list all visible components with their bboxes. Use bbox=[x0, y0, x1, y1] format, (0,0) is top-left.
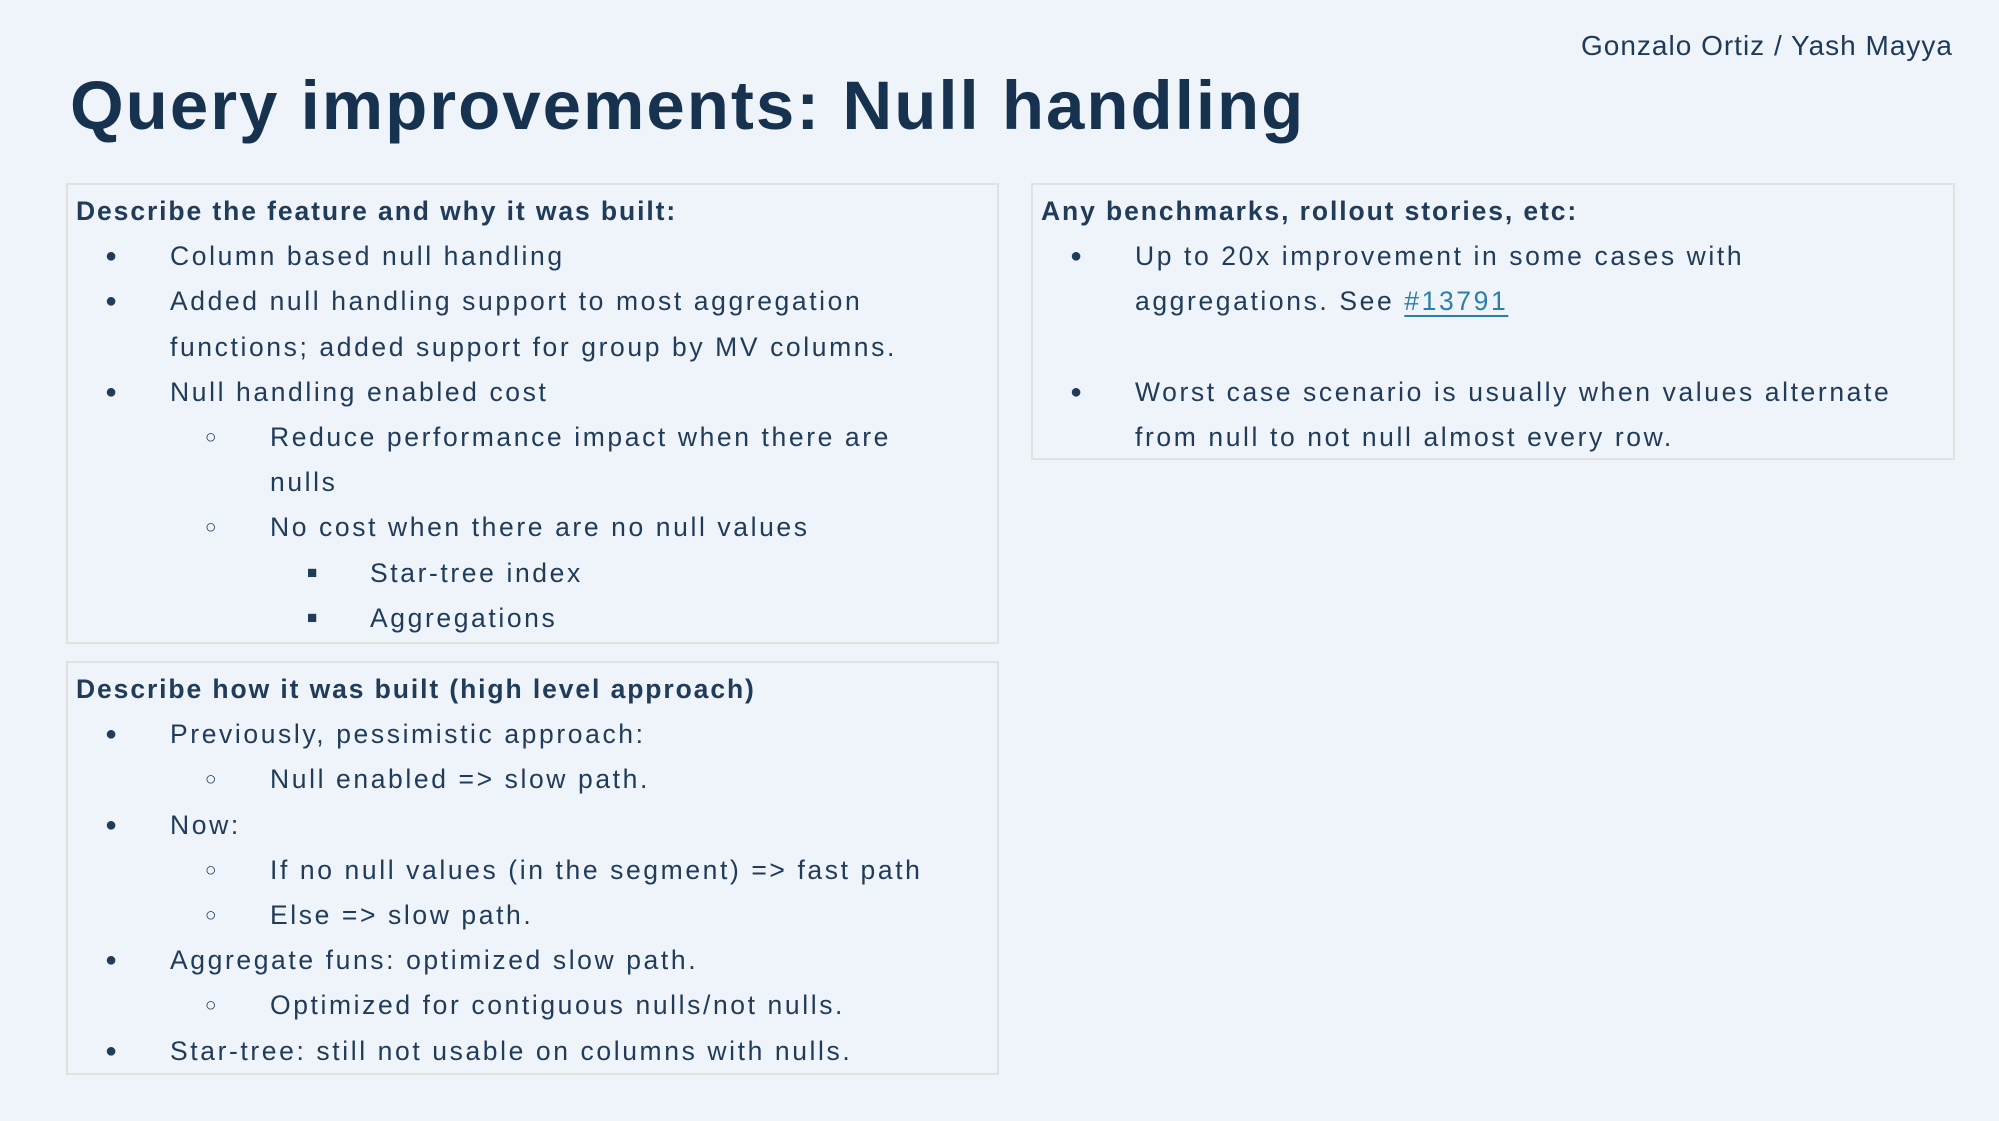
bullet-hollow-circle-icon: ○ bbox=[205, 904, 217, 926]
list-item-line: ● Worst case scenario is usually when val… bbox=[1039, 370, 1947, 415]
line-text: Null handling enabled cost bbox=[170, 376, 549, 407]
feature-textbox[interactable]: Describe the feature and why it was buil… bbox=[66, 183, 999, 644]
list-item-line: nulls bbox=[74, 460, 991, 505]
list-item-line: ● Now: bbox=[74, 803, 991, 848]
line-text: aggregations. See bbox=[1135, 286, 1405, 317]
bullet-hollow-circle-icon: ○ bbox=[205, 426, 217, 448]
bullet-hollow-circle-icon: ○ bbox=[205, 517, 217, 539]
bullet-filled-circle-icon: ● bbox=[105, 245, 118, 268]
list-item-line: ○ If no null values (in the segment) => f… bbox=[74, 848, 991, 893]
list-item-line: ○ Null enabled => slow path. bbox=[74, 757, 991, 802]
bullet-filled-circle-icon: ● bbox=[105, 723, 118, 746]
line-text: Previously, pessimistic approach: bbox=[170, 719, 646, 750]
list-item-line: aggregations. See #13791 bbox=[1039, 279, 1947, 324]
box-heading: Describe the feature and why it was buil… bbox=[76, 196, 678, 226]
bullet-filled-circle-icon: ● bbox=[105, 290, 118, 313]
bullet-filled-circle-icon: ● bbox=[105, 813, 118, 836]
line-text: Star-tree: still not usable on columns w… bbox=[170, 1035, 853, 1066]
benchmarks-textbox[interactable]: Any benchmarks, rollout stories, etc: ● Up… bbox=[1031, 183, 1955, 460]
authors-byline: Gonzalo Ortiz / Yash Mayya bbox=[1581, 30, 1953, 61]
line-text: If no null values (in the segment) => fa… bbox=[270, 854, 923, 885]
line-text: Else => slow path. bbox=[270, 899, 534, 930]
line-text: Reduce performance impact when there are bbox=[270, 421, 892, 452]
list-item-line: ● Aggregate funs: optimized slow path. bbox=[74, 938, 991, 983]
bullet-filled-circle-icon: ● bbox=[105, 1039, 118, 1062]
slide-title: Query improvements: Null handling bbox=[70, 67, 1306, 144]
list-item-line: ● Up to 20x improvement in some cases wit… bbox=[1039, 234, 1947, 279]
bullet-filled-circle-icon: ● bbox=[105, 949, 118, 972]
list-item-line: ○ Optimized for contiguous nulls/not null… bbox=[74, 983, 991, 1028]
line-text: Aggregations bbox=[370, 602, 558, 633]
bullet-hollow-circle-icon: ○ bbox=[205, 859, 217, 881]
line-text: nulls bbox=[270, 467, 338, 498]
how-built-textbox[interactable]: Describe how it was built (high level ap… bbox=[66, 661, 999, 1075]
list-item-line: ● Previously, pessimistic approach: bbox=[74, 712, 991, 757]
line-text: from null to not null almost every row. bbox=[1135, 421, 1674, 452]
list-item-line: ● Null handling enabled cost bbox=[74, 370, 991, 415]
list-item-line: from null to not null almost every row. bbox=[1039, 415, 1947, 460]
line-text: Star-tree index bbox=[370, 557, 583, 588]
bullet-filled-circle-icon: ● bbox=[105, 380, 118, 403]
line-text: Now: bbox=[170, 809, 241, 840]
bullet-filled-square-icon: ■ bbox=[307, 562, 318, 582]
box-heading: Any benchmarks, rollout stories, etc: bbox=[1041, 196, 1579, 226]
line-text: No cost when there are no null values bbox=[270, 512, 810, 543]
list-item-line: ■ Star-tree index bbox=[74, 551, 991, 596]
list-item-line: ○ No cost when there are no null values bbox=[74, 505, 991, 550]
line-text: Aggregate funs: optimized slow path. bbox=[170, 945, 699, 976]
line-text: Up to 20x improvement in some cases with bbox=[1135, 241, 1745, 272]
line-text: functions; added support for group by MV… bbox=[170, 331, 897, 362]
line-text: Optimized for contiguous nulls/not nulls… bbox=[270, 990, 846, 1021]
bullet-filled-square-icon: ■ bbox=[307, 607, 318, 627]
list-item-line: ● Star-tree: still not usable on columns … bbox=[74, 1029, 991, 1074]
bullet-filled-circle-icon: ● bbox=[1070, 380, 1083, 403]
line-text: Worst case scenario is usually when valu… bbox=[1135, 376, 1892, 407]
bullet-hollow-circle-icon: ○ bbox=[205, 769, 217, 791]
bullet-filled-circle-icon: ● bbox=[1070, 245, 1083, 268]
line-text: Null enabled => slow path. bbox=[270, 764, 650, 795]
list-item-line: ○ Reduce performance impact when there ar… bbox=[74, 415, 991, 460]
line-text: Added null handling support to most aggr… bbox=[170, 286, 863, 317]
line-text: Column based null handling bbox=[170, 241, 565, 272]
box-heading: Describe how it was built (high level ap… bbox=[76, 674, 756, 704]
list-item-line: functions; added support for group by MV… bbox=[74, 325, 991, 370]
list-item-line: ■ Aggregations bbox=[74, 596, 991, 641]
blank-line bbox=[1039, 325, 1947, 370]
bullet-hollow-circle-icon: ○ bbox=[205, 995, 217, 1017]
list-item-line: ○ Else => slow path. bbox=[74, 893, 991, 938]
list-item-line: ● Added null handling support to most agg… bbox=[74, 279, 991, 324]
list-item-line: ● Column based null handling bbox=[74, 234, 991, 279]
issue-link[interactable]: #13791 bbox=[1404, 286, 1509, 317]
